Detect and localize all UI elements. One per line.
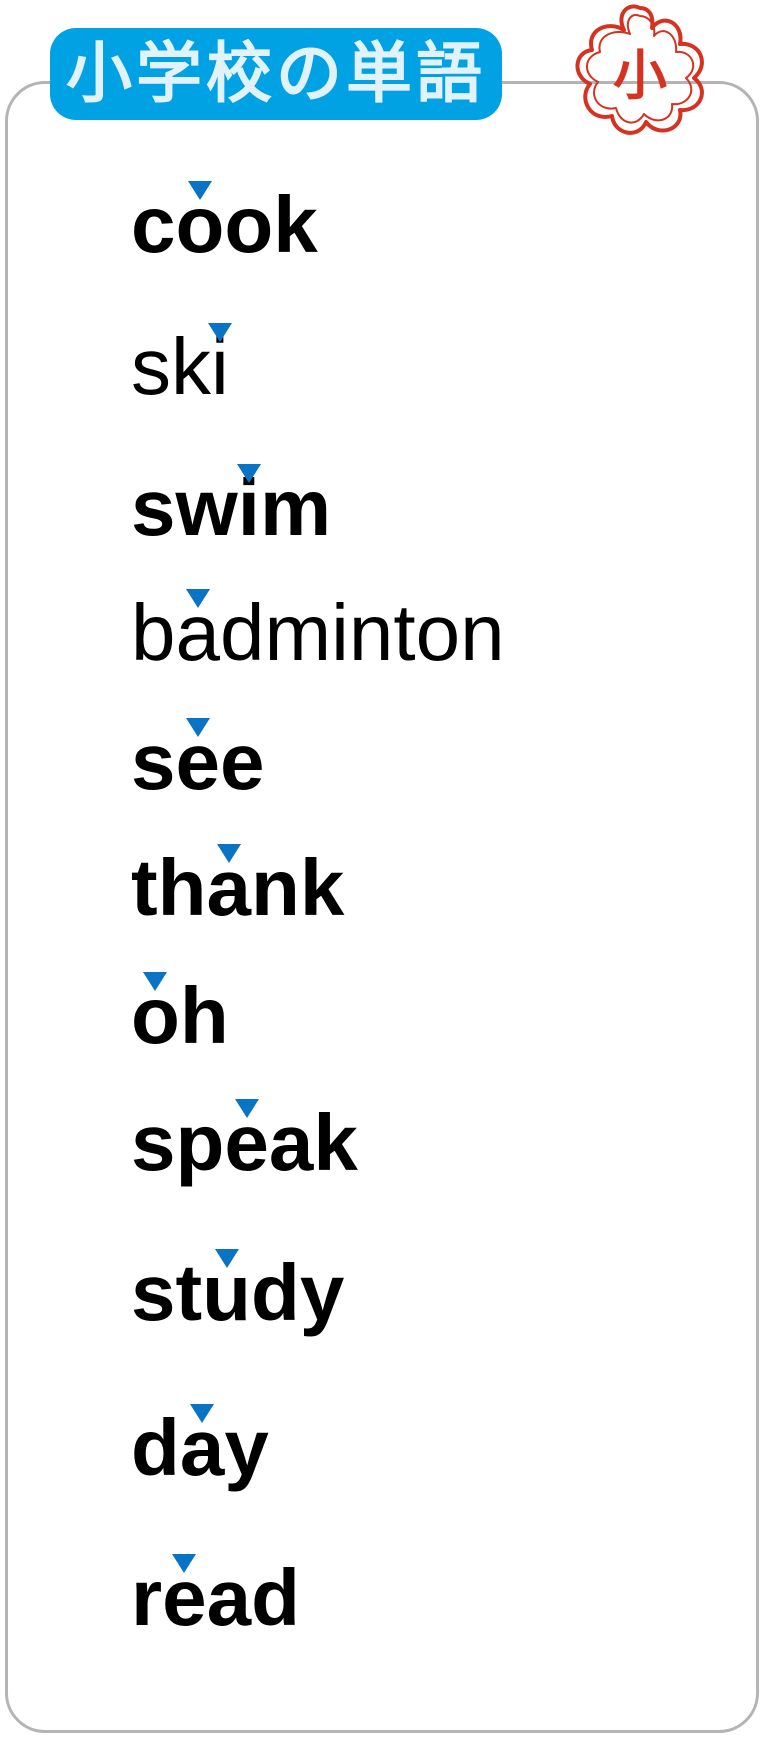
word-part: ak: [268, 1098, 358, 1187]
stressed-letter: a: [179, 1403, 225, 1492]
stress-mark-icon: [234, 1099, 259, 1118]
word-part: nk: [251, 843, 345, 932]
stress-mark-icon: [185, 718, 210, 737]
stressed-letter: u: [202, 1248, 252, 1337]
stressed-letter: e: [175, 717, 220, 806]
word-part: h: [179, 971, 229, 1060]
word-part: th: [131, 843, 207, 932]
word-part: y: [224, 1403, 269, 1492]
title-banner: 小学校の単語: [50, 28, 502, 120]
stress-mark-icon: [187, 181, 212, 200]
stressed-letter: o: [131, 971, 180, 1060]
stamp-text: 小: [613, 44, 667, 107]
word-part: c: [131, 180, 176, 269]
stressed-letter: a: [206, 843, 252, 932]
stressed-letter: i: [207, 323, 232, 407]
word-part: st: [131, 1248, 203, 1337]
word-part: e: [220, 717, 265, 806]
word-part: r: [131, 1553, 163, 1642]
stress-mark-icon: [216, 844, 241, 863]
stressed-letter: e: [162, 1553, 207, 1642]
stressed-letter: a: [175, 588, 220, 677]
stress-mark-icon: [214, 1249, 239, 1268]
word-part: ad: [206, 1553, 300, 1642]
stress-mark-icon: [172, 1554, 197, 1573]
word-part: dminton: [220, 588, 505, 677]
word-part: dy: [251, 1248, 345, 1337]
stressed-letter: i: [236, 463, 261, 552]
stress-mark-icon: [185, 589, 210, 608]
word-part: sw: [131, 463, 238, 552]
word-part: sp: [131, 1098, 225, 1187]
stress-mark-icon: [236, 464, 261, 483]
word-part: d: [131, 1403, 180, 1492]
word-part: sk: [131, 322, 211, 411]
elementary-school-stamp-icon: 小: [575, 4, 704, 135]
stress-mark-icon: [207, 323, 232, 342]
word-part: b: [131, 588, 176, 677]
stressed-letter: o: [175, 180, 225, 269]
stressed-letter: e: [224, 1098, 269, 1187]
stress-mark-icon: [143, 972, 168, 991]
word-part: ok: [224, 180, 318, 269]
word-ski: ski: [131, 323, 232, 407]
stress-mark-icon: [190, 1404, 215, 1423]
word-part: m: [259, 463, 332, 552]
word-part: s: [131, 717, 176, 806]
word-list-panel: [5, 81, 759, 1733]
page-title: 小学校の単語: [64, 35, 486, 112]
